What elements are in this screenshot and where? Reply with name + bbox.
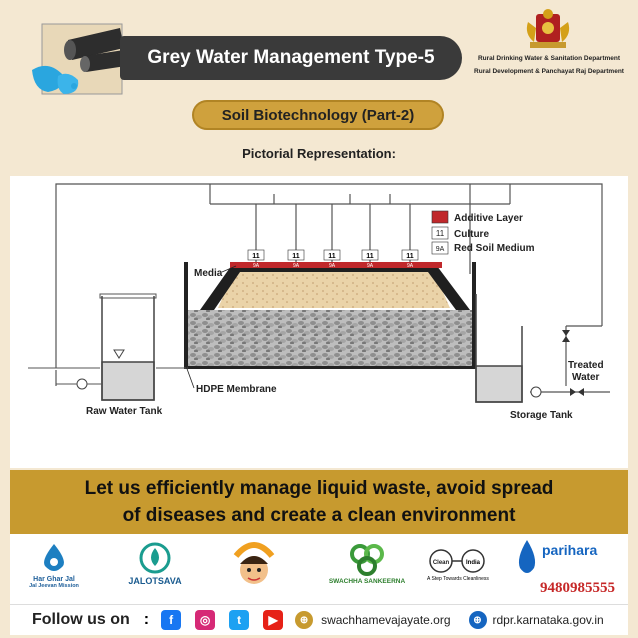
jalotsava-logo: JALOTSAVA [120, 542, 190, 586]
globe-icon-2: ⊕ [468, 611, 487, 629]
swachha-sankeerna-icon [350, 544, 384, 576]
raw-water-tank [101, 361, 155, 401]
instagram-icon[interactable]: ◎ [195, 610, 216, 630]
karnataka-emblem-icon [526, 9, 570, 48]
swachha-sankeerna-text: SWACHHA SANKEERNA [328, 578, 406, 585]
legend-additive-swatch [431, 210, 449, 224]
har-ghar-jal-logo: Har Ghar Jal Jal Jeevan Mission [24, 542, 84, 589]
clean-india-logo: Clean India A Step Towards Cleanliness [420, 548, 496, 582]
soil-media [218, 272, 450, 308]
media-label: Media [194, 268, 223, 279]
legend-additive-label: Additive Layer [454, 213, 523, 224]
pump-icon-2 [530, 386, 542, 398]
diagram-panel: 11 9A 11 9A 11 9A 11 9A 11 9A Additive Layer 11 C… [10, 176, 628, 468]
hdpe-membrane-walls [200, 262, 470, 310]
jalotsava-icon [139, 542, 171, 574]
legend-culture-label: Culture [454, 229, 489, 240]
soil-tag: 9A [253, 263, 260, 269]
legend-culture-symbol: 11 [436, 229, 445, 238]
jalotsava-text: JALOTSAVA [128, 576, 182, 586]
mascot-icon [233, 542, 275, 584]
pipe-water-icon [32, 23, 126, 95]
section-subtitle: Soil Biotechnology (Part-2) [192, 100, 444, 130]
soil-tag: 9A [293, 263, 300, 269]
parihara-phone: 9480985555 [540, 580, 615, 596]
culture-tag: 11 [252, 253, 260, 260]
india-text: India [466, 560, 481, 566]
culture-tag: 11 [366, 253, 374, 260]
har-ghar-jal-text: Har Ghar Jal [33, 576, 75, 583]
hdpe-label: HDPE Membrane [196, 384, 277, 395]
clean-text: Clean [433, 560, 450, 566]
partner-logos: Har Ghar Jal Jal Jeevan Mission JALOTSAV… [10, 534, 628, 604]
banner-line-2: of diseases and create a clean environme… [122, 505, 516, 526]
legend-soil-label: Red Soil Medium [454, 243, 535, 254]
additive-layer [230, 262, 442, 268]
banner-line-1: Let us efficiently manage liquid waste, … [84, 478, 554, 499]
culture-tags: 11 9A 11 9A 11 9A 11 9A 11 9A [247, 249, 419, 269]
parihara-name: parihara [542, 542, 598, 558]
gravel-layer [188, 310, 472, 366]
site-link-swachha[interactable]: swachhamevajayate.org [321, 613, 451, 627]
page-title: Grey Water Management Type-5 [120, 36, 462, 80]
culture-box [323, 249, 341, 261]
storage-tank-label: Storage Tank [510, 410, 573, 421]
soil-tag: 9A [407, 263, 414, 269]
culture-box [247, 249, 265, 261]
parihara-drop-icon [518, 540, 536, 573]
swachha-mascot-logo [224, 538, 284, 596]
culture-tag: 11 [406, 253, 414, 260]
globe-icon: ⊕ [295, 611, 314, 629]
site-link-rdpr[interactable]: rdpr.karnataka.gov.in [492, 613, 604, 627]
legend-soil-symbol: 9A [436, 246, 445, 253]
culture-box [401, 249, 419, 261]
culture-box [361, 249, 379, 261]
dept-line-2: Rural Development & Panchayat Raj Depart… [474, 68, 624, 75]
department-names: Rural Drinking Water & Sanitation Depart… [474, 52, 624, 78]
pump-icon [76, 378, 88, 390]
culture-tag: 11 [328, 253, 336, 260]
colon: : [143, 611, 150, 628]
swachha-sankeerna-logo: SWACHHA SANKEERNA [322, 542, 412, 585]
youtube-icon[interactable]: ▶ [263, 610, 284, 630]
raw-tank-label: Raw Water Tank [86, 406, 163, 417]
soil-biotech-diagram: 11 9A 11 9A 11 9A 11 9A 11 9A Additive Layer 11 C… [28, 183, 610, 421]
pictorial-label: Pictorial Representation: [242, 146, 396, 161]
clean-india-tagline: A Step Towards Cleanliness [427, 576, 489, 582]
facebook-icon[interactable]: f [161, 610, 182, 630]
clean-india-glasses-icon: Clean India [429, 549, 485, 573]
dept-line-1: Rural Drinking Water & Sanitation Depart… [477, 55, 621, 62]
message-banner: Let us efficiently manage liquid waste, … [10, 470, 628, 534]
water-drop-icon [44, 544, 64, 571]
culture-box [287, 249, 305, 261]
jal-jeevan-text: Jal Jeevan Mission [29, 583, 79, 589]
follow-us-label: Follow us on [32, 611, 130, 628]
culture-tag: 11 [292, 253, 300, 260]
soil-tag: 9A [329, 263, 336, 269]
storage-tank [475, 365, 523, 403]
soil-tag: 9A [367, 263, 374, 269]
legend: Additive Layer 11 Culture 9A Red Soil Me… [431, 210, 535, 255]
twitter-icon[interactable]: t [229, 610, 250, 630]
social-footer: Follow us on : f ◎ t ▶ ⊕ swachhamevajaya… [10, 604, 628, 635]
